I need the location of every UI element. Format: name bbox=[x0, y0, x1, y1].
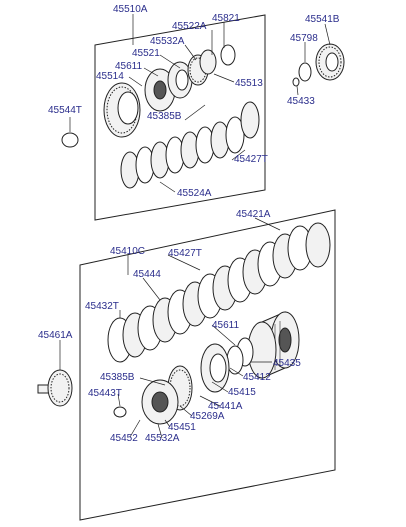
bottom-assembly-outline bbox=[79, 209, 336, 521]
label-45385B-top: 45385B bbox=[147, 111, 182, 122]
seal-ring-45544T bbox=[61, 132, 79, 148]
snap-ring-45821 bbox=[220, 44, 236, 66]
label-45451: 45451 bbox=[168, 422, 196, 433]
label-45521: 45521 bbox=[132, 48, 160, 59]
label-45433: 45433 bbox=[287, 96, 315, 107]
label-45798: 45798 bbox=[290, 33, 318, 44]
label-45444: 45444 bbox=[133, 269, 161, 280]
label-45435: 45435 bbox=[273, 358, 301, 369]
ring-45433 bbox=[292, 77, 300, 87]
label-45421A: 45421A bbox=[236, 209, 271, 220]
leader-lines bbox=[59, 14, 331, 439]
label-45415: 45415 bbox=[228, 387, 256, 398]
label-45611-top: 45611 bbox=[115, 61, 143, 72]
label-45269A: 45269A bbox=[190, 411, 225, 422]
label-45510A: 45510A bbox=[113, 4, 148, 15]
label-45427T-bottom: 45427T bbox=[168, 248, 202, 259]
clutch-drum-45514 bbox=[103, 82, 141, 138]
label-45427T-top: 45427T bbox=[234, 154, 268, 165]
retainer-45522A bbox=[199, 49, 217, 75]
washer-45443T bbox=[113, 406, 127, 418]
label-45385B-bottom: 45385B bbox=[100, 372, 135, 383]
hub-45611-top bbox=[144, 68, 176, 112]
label-45611-bottom: 45611 bbox=[212, 320, 240, 331]
gear-45541B bbox=[315, 43, 345, 81]
ring-45798 bbox=[298, 62, 312, 82]
label-45544T: 45544T bbox=[48, 105, 82, 116]
label-45443T: 45443T bbox=[88, 388, 122, 399]
label-45410C: 45410C bbox=[110, 246, 145, 257]
label-45452: 45452 bbox=[110, 433, 138, 444]
label-45532A-bottom: 45532A bbox=[145, 433, 180, 444]
top-assembly-outline bbox=[94, 14, 266, 221]
clutch-plate-stack-top bbox=[120, 101, 260, 189]
label-45412: 45412 bbox=[243, 372, 271, 383]
label-45532A-top: 45532A bbox=[150, 36, 185, 47]
label-45821: 45821 bbox=[212, 13, 240, 24]
label-45522A: 45522A bbox=[172, 21, 207, 32]
clutch-plate-stack-bottom bbox=[107, 222, 331, 363]
piston-45441A bbox=[200, 343, 230, 393]
shaft-45461A bbox=[37, 369, 73, 407]
label-45441A: 45441A bbox=[208, 401, 243, 412]
label-45513: 45513 bbox=[235, 78, 263, 89]
label-45541B: 45541B bbox=[305, 14, 340, 25]
label-45461A: 45461A bbox=[38, 330, 73, 341]
label-45514: 45514 bbox=[96, 71, 124, 82]
label-45524A: 45524A bbox=[177, 188, 212, 199]
label-45432T: 45432T bbox=[85, 301, 119, 312]
cover-45451 bbox=[141, 379, 179, 425]
clutch-drum-45435 bbox=[247, 311, 300, 379]
